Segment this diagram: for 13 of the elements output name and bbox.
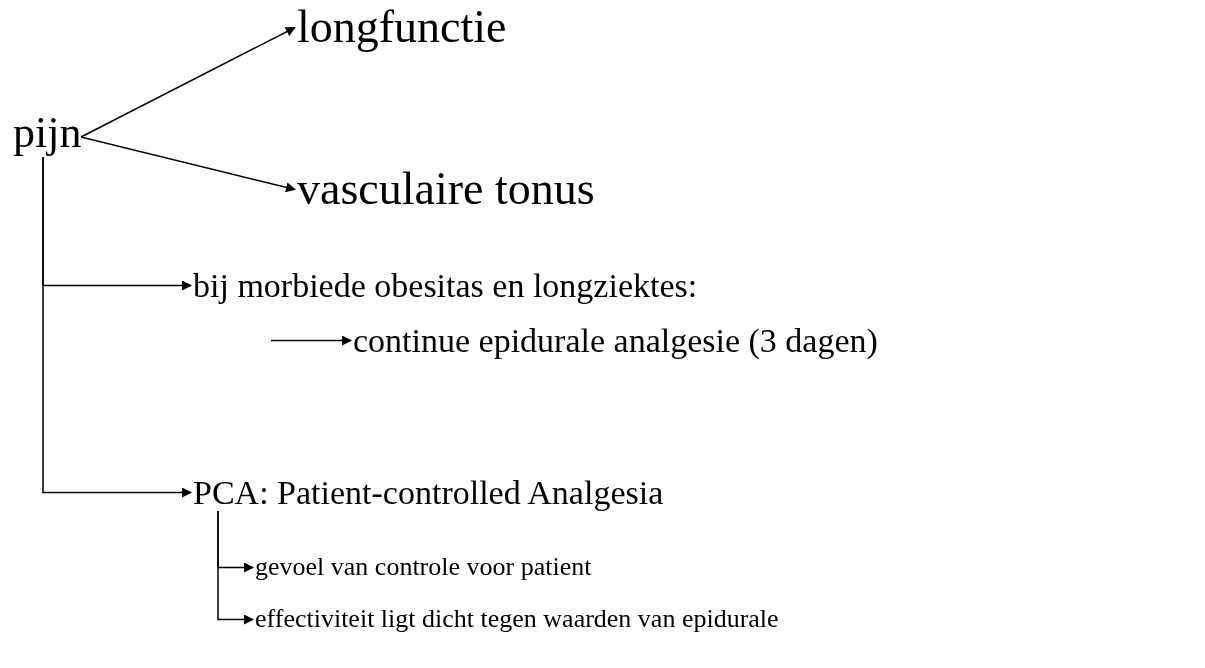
node-text: vasculaire tonus: [297, 164, 595, 215]
arrow: [80, 136, 296, 193]
arrow: [42, 156, 192, 498]
arrow: [270, 335, 352, 346]
node-text: PCA: Patient-controlled Analgesia: [193, 474, 664, 512]
node-text: effectiviteit ligt dicht tegen waarden van epidurale: [255, 605, 779, 634]
arrow: [80, 26, 296, 138]
node-text: continue epidurale analgesie (3 dagen): [353, 322, 878, 360]
node-text: pijn: [13, 109, 82, 158]
arrow: [217, 510, 254, 625]
node-text: gevoel van controle voor patient: [255, 553, 592, 582]
node-text: longfunctie: [297, 2, 507, 53]
node-text: bij morbiede obesitas en longziektes:: [193, 267, 698, 305]
